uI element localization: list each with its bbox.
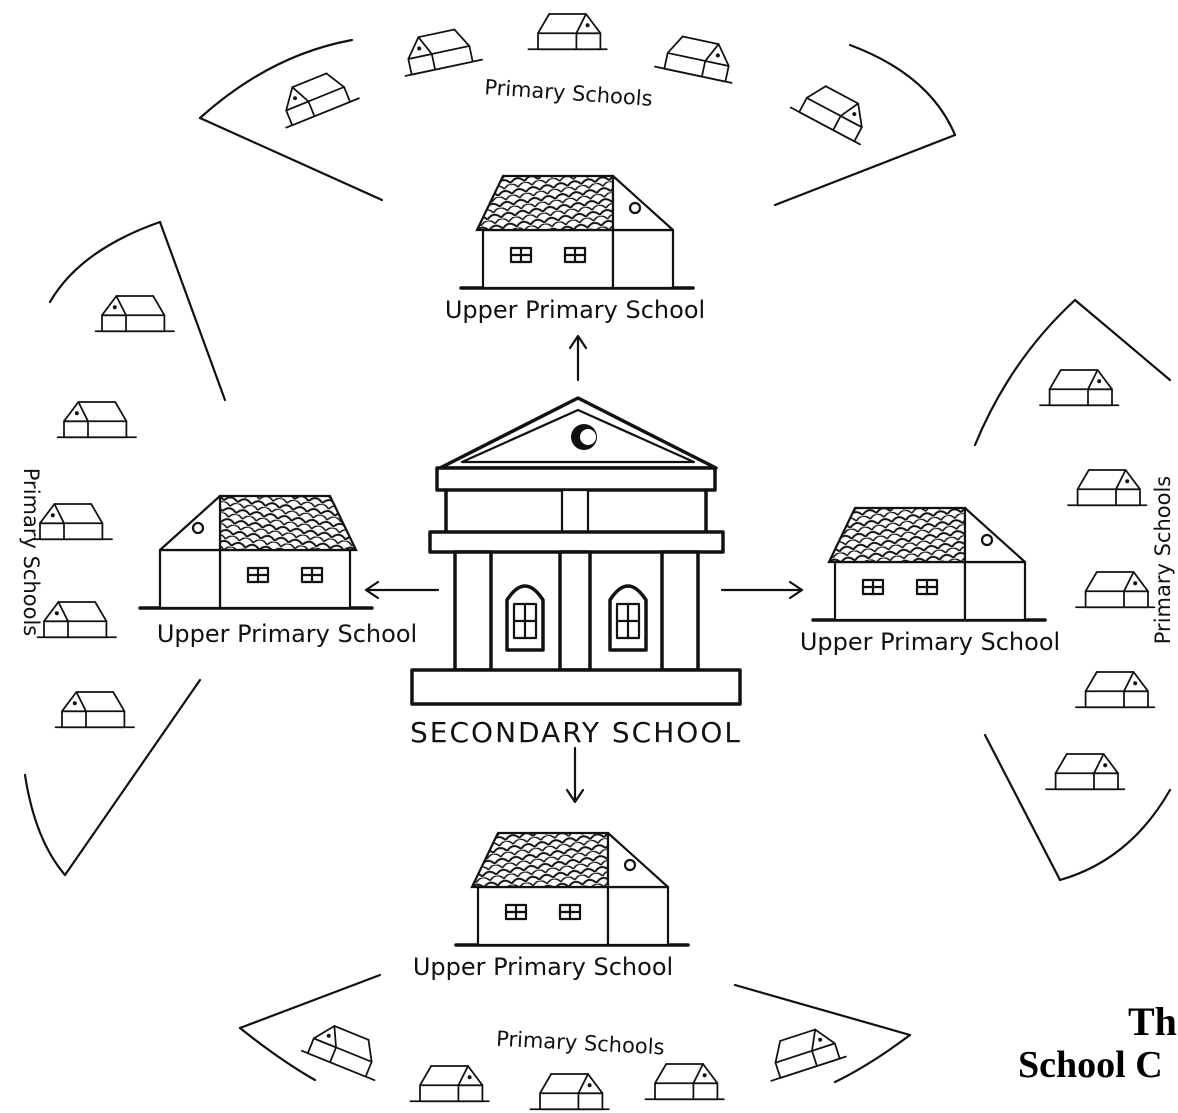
primary-cluster-right: Primary Schools <box>973 298 1175 882</box>
primary-school-house <box>759 1022 847 1082</box>
primary-schools-label-top: Primary Schools <box>484 75 654 111</box>
upper-primary-label-bottom: Upper Primary School <box>413 953 673 981</box>
primary-school-house <box>54 691 135 729</box>
arrow-to-right <box>720 580 804 600</box>
upper-primary-label-left: Upper Primary School <box>157 620 417 648</box>
upper-primary-label-right: Upper Primary School <box>800 628 1060 656</box>
arrow-to-left <box>364 580 440 600</box>
arrow-to-top <box>568 334 588 382</box>
primary-school-house <box>529 1073 610 1111</box>
primary-school-house <box>56 401 137 439</box>
primary-school-house <box>300 1017 389 1082</box>
primary-school-house <box>1045 753 1126 791</box>
primary-school-house <box>644 1063 725 1101</box>
diagram-title-line2: School C <box>1018 1044 1163 1086</box>
primary-school-house <box>654 31 740 84</box>
primary-schools-label-right: Primary Schools <box>1151 476 1175 644</box>
upper-primary-school-left <box>138 494 374 610</box>
primary-school-house <box>36 601 117 639</box>
primary-school-house <box>409 1065 490 1103</box>
upper-primary-school-right <box>811 506 1047 622</box>
secondary-school-label: SECONDARY SCHOOL <box>410 716 742 749</box>
primary-cluster-bottom: Primary Schools <box>238 973 912 1111</box>
primary-cluster-left: Primary Schools <box>19 220 227 877</box>
primary-schools-label-bottom: Primary Schools <box>496 1027 666 1060</box>
primary-school-house <box>1067 469 1148 507</box>
upper-primary-label-top: Upper Primary School <box>445 296 705 324</box>
primary-school-house <box>527 13 608 51</box>
secondary-school-building <box>410 396 742 706</box>
primary-school-house <box>1075 671 1156 709</box>
upper-primary-school-bottom <box>454 831 690 947</box>
arrow-to-bottom <box>565 746 585 804</box>
primary-school-house <box>272 64 360 129</box>
upper-primary-school-top <box>459 174 695 290</box>
primary-schools-label-left: Primary Schools <box>19 468 43 636</box>
primary-school-house <box>789 75 878 146</box>
primary-school-house <box>32 503 113 541</box>
primary-school-house <box>1039 369 1120 407</box>
primary-school-house <box>397 24 483 77</box>
diagram-title-line1: Th <box>1128 999 1177 1044</box>
primary-school-house <box>1075 571 1156 609</box>
primary-school-house <box>94 295 175 333</box>
